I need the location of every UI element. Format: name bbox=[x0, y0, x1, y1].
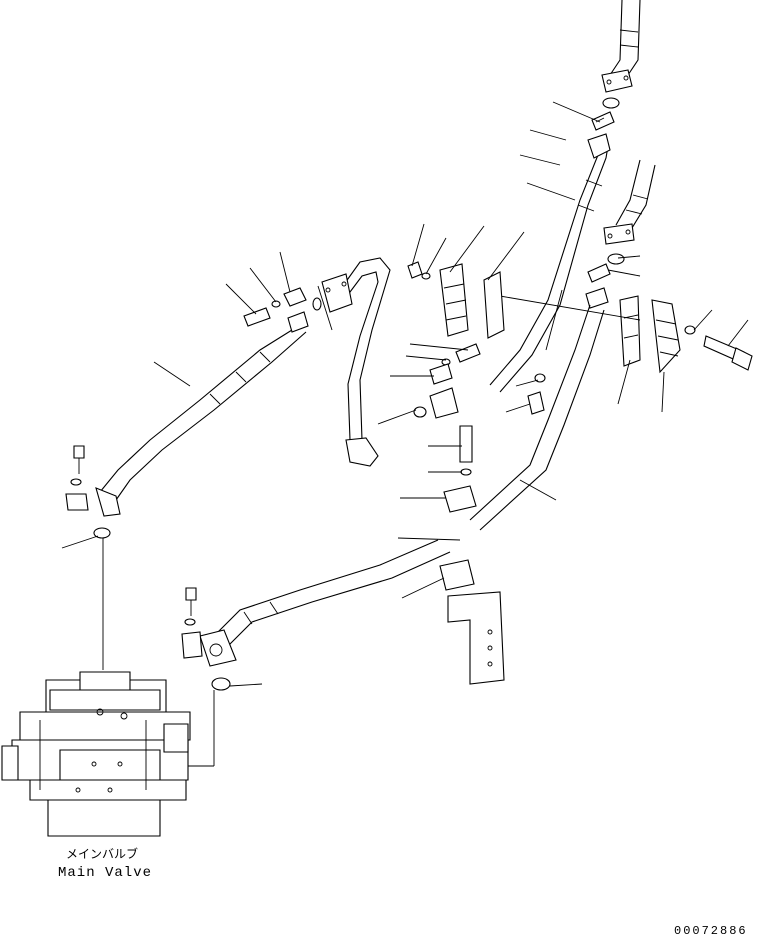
washer-mid bbox=[421, 272, 431, 280]
o-ring-1 bbox=[602, 97, 620, 109]
bolt-stack-left bbox=[73, 445, 85, 474]
bolt-small-right bbox=[527, 391, 545, 415]
clamp-half-mid bbox=[483, 271, 505, 339]
washer-stack-left bbox=[70, 478, 82, 486]
clamp-half-right bbox=[619, 295, 641, 367]
mounting-bracket bbox=[447, 591, 505, 685]
clamp-plate-right bbox=[651, 299, 681, 374]
hose-a bbox=[489, 133, 611, 393]
main-valve bbox=[1, 671, 191, 837]
leader-lines bbox=[61, 101, 749, 767]
washer-center bbox=[460, 468, 472, 476]
hose-c bbox=[95, 311, 309, 517]
main-valve-label-en: Main Valve bbox=[58, 865, 152, 881]
bolt-left bbox=[243, 307, 271, 327]
bolt-pair-mid bbox=[455, 343, 481, 363]
split-flange-stack-left bbox=[65, 493, 89, 511]
split-flange-left bbox=[283, 287, 307, 307]
second-upper-hose bbox=[603, 159, 656, 245]
hose-d bbox=[199, 539, 451, 667]
bolt-stack-lower bbox=[185, 587, 197, 616]
split-flange-stack-lower bbox=[181, 631, 203, 659]
split-flange-2 bbox=[587, 263, 611, 283]
clamp-block-lower bbox=[439, 559, 475, 591]
clamp-block-center bbox=[443, 485, 477, 513]
upper-hose-end bbox=[601, 0, 641, 93]
o-ring-2 bbox=[607, 253, 625, 265]
washer-stack-lower bbox=[184, 618, 196, 626]
main-valve-label-jp: メインバルブ bbox=[66, 846, 138, 861]
clamp-plate-mid bbox=[439, 263, 469, 337]
bolt-center bbox=[459, 425, 473, 463]
o-ring-3 bbox=[312, 297, 322, 311]
o-ring-lower bbox=[211, 677, 231, 691]
rigid-pipe bbox=[321, 257, 391, 467]
split-flange-1 bbox=[591, 111, 615, 131]
o-ring-mid bbox=[413, 406, 427, 418]
bolt-right bbox=[703, 335, 753, 371]
pipe-end-mid bbox=[429, 387, 459, 419]
washer-right bbox=[684, 325, 696, 335]
document-number: 00072886 bbox=[674, 924, 748, 938]
o-ring-left bbox=[93, 527, 111, 539]
hose-b bbox=[469, 287, 609, 531]
nut-mid bbox=[407, 261, 423, 279]
washer-left bbox=[271, 300, 281, 308]
split-flange-mid bbox=[429, 363, 453, 385]
